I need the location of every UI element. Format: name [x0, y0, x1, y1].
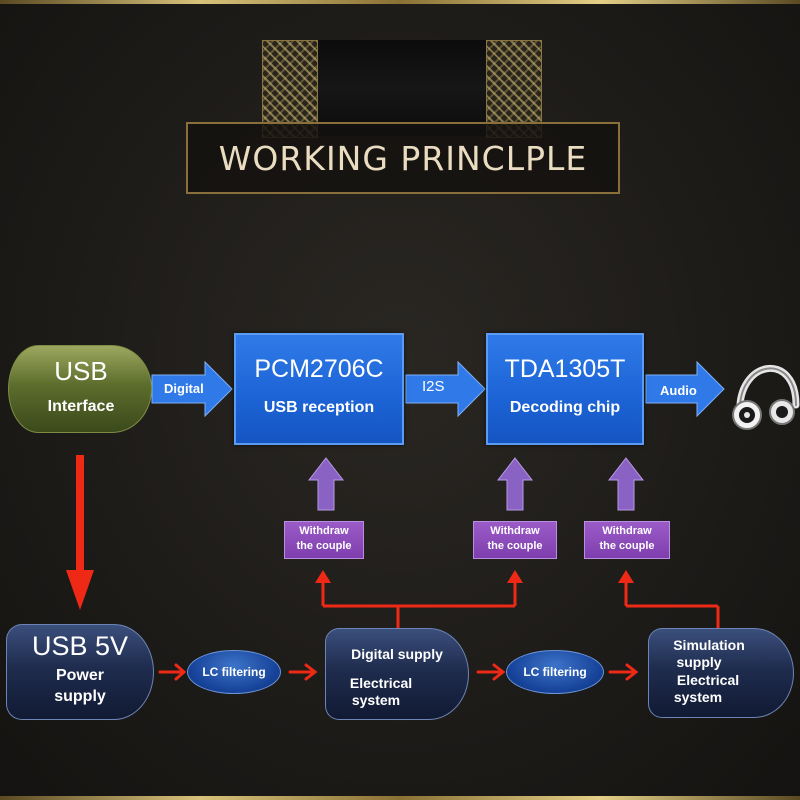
purple-up-arrow-2: [496, 457, 534, 511]
tda1305t-subtitle: Decoding chip: [509, 399, 621, 416]
usb5v-power-block: USB 5V Power supply: [6, 624, 154, 720]
purple-up-arrow-3: [607, 457, 645, 511]
couple-box-3: Withdraw the couple: [584, 521, 670, 559]
right-ornament-icon: [486, 40, 542, 138]
couple-box-2: Withdraw the couple: [473, 521, 557, 559]
red-arrow-head-3: [618, 570, 634, 583]
digital-supply-line2: Electrical: [349, 675, 413, 691]
lc-filter-2: LC filtering: [506, 650, 604, 694]
arrow-audio: [645, 360, 725, 418]
usb-interface-title: USB: [54, 356, 108, 386]
couple-box-2-line1: Withdraw: [490, 525, 540, 537]
red-sim-connector: [624, 580, 720, 628]
page-title: WORKING PRINCLPLE: [218, 138, 588, 178]
simulation-supply-line1: Simulation: [673, 637, 745, 653]
pcm2706c-subtitle: USB reception: [263, 399, 375, 416]
pcm2706c-block: PCM2706C USB reception: [234, 333, 404, 445]
lc-filter-2-label: LC filtering: [523, 665, 587, 679]
arrow-i2s: [405, 360, 486, 418]
simulation-supply-block: Simulation supply Electrical system: [648, 628, 794, 718]
red-arrow-head-2: [507, 570, 523, 583]
purple-up-arrow-1: [307, 457, 345, 511]
red-down-arrow: [66, 455, 94, 610]
couple-box-1-line2: the couple: [296, 540, 352, 552]
left-ornament-icon: [262, 40, 318, 138]
digital-supply-block: Digital supply Electrical system: [325, 628, 469, 720]
usb5v-title: USB 5V: [31, 631, 129, 661]
tda1305t-title: TDA1305T: [504, 355, 626, 383]
arrow-digital: [151, 360, 233, 418]
digital-supply-line1: Digital supply: [351, 646, 443, 662]
simulation-supply-line4: system: [673, 689, 723, 705]
title-frame: [186, 122, 620, 194]
red-chevron-arrows: [158, 663, 639, 681]
digital-supply-line3: system: [351, 692, 401, 708]
bottom-gold-border: [0, 796, 800, 800]
usb5v-line3: supply: [54, 688, 106, 705]
label-digital: Digital: [164, 381, 204, 396]
tda1305t-block: TDA1305T Decoding chip: [486, 333, 644, 445]
usb-interface-subtitle: Interface: [47, 398, 115, 415]
lc-filter-1-label: LC filtering: [202, 665, 266, 679]
couple-box-3-line2: the couple: [599, 540, 655, 552]
usb-interface-block: USB Interface: [8, 345, 152, 433]
headphones-icon: [732, 365, 800, 430]
red-arrow-head-1: [315, 570, 331, 583]
couple-box-1: Withdraw the couple: [284, 521, 364, 559]
couple-box-1-line1: Withdraw: [299, 525, 349, 537]
label-audio: Audio: [660, 383, 697, 398]
simulation-supply-line3: Electrical: [676, 672, 740, 688]
pcm2706c-title: PCM2706C: [254, 355, 384, 383]
top-gold-border: [0, 0, 800, 4]
simulation-supply-line2: supply: [676, 654, 722, 670]
label-i2s: I2S: [422, 378, 445, 395]
couple-box-2-line2: the couple: [487, 540, 543, 552]
lc-filter-1: LC filtering: [187, 650, 281, 694]
usb5v-line2: Power: [55, 667, 104, 684]
red-branch-connector: [321, 580, 517, 628]
couple-box-3-line1: Withdraw: [602, 525, 652, 537]
